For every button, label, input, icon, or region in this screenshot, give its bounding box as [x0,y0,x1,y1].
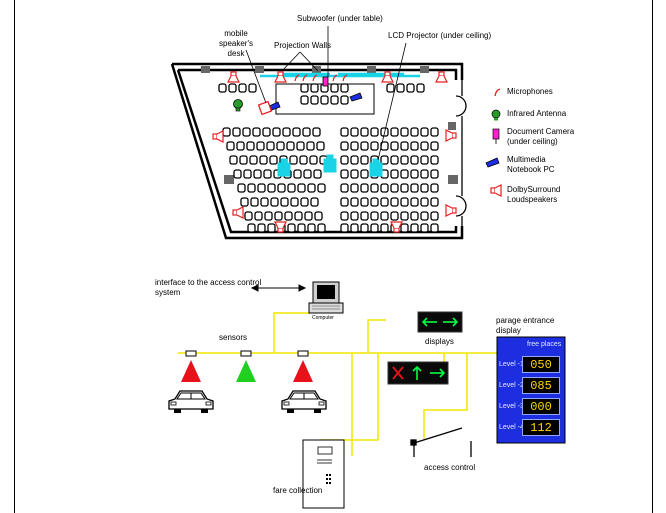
cyan-projector-markers [277,154,383,177]
display-bottom [387,361,449,385]
car-2 [281,390,327,414]
hall-doors [455,80,467,226]
mobile-desk-label: mobile speaker's desk [219,29,253,58]
infrared-antenna-icon [491,109,501,121]
stage-microphones [294,74,348,82]
cars [168,390,327,414]
notebook-pc-stage [349,92,363,102]
sensor-3 [293,350,313,382]
car-1 [168,390,214,414]
panel-level-4-label: Level -4 [499,424,524,431]
legend-notebook-pc: Multimedia Notebook PC [507,155,555,174]
lecture-hall-plan [170,26,467,240]
computer-label: Computer [312,315,334,321]
interface-arrow [250,284,307,292]
projection-walls-shape [260,72,420,78]
fare-collection-machine [302,439,345,509]
sensor-2 [236,350,256,382]
callout-lines [245,26,407,161]
document-camera [322,76,329,87]
legend-document-camera: Document Camera (under ceiling) [507,127,575,146]
legend-loudspeakers: DolbySurround Loudspeakers [507,185,561,204]
sensors-label: sensors [219,333,248,342]
panel-title-label: parage entrance display [496,316,555,335]
seats-main [222,127,439,233]
sensor-1 [181,350,201,382]
panel-header: free places [527,341,562,348]
panel-level-3-value: 000 [522,398,560,415]
lcd-projector-label: LCD Projector (under ceiling) [388,31,492,40]
interface-label: interface to the access control system [155,278,262,297]
panel-level-1-value: 050 [522,356,560,373]
panel-level-3-label: Level -3 [499,403,524,410]
legend-infrared-antenna: Infrared Antenna [507,109,567,118]
infrared-antenna [233,99,243,112]
displays-label: displays [425,337,454,346]
panel-level-2-value: 085 [522,377,560,394]
projection-walls-label: Projection Walls [274,41,332,50]
computer-icon [308,281,344,314]
mobile-speaker-desk [257,100,273,116]
microphone-icon [494,88,501,97]
display-top [417,311,463,333]
document-camera-icon [492,128,500,144]
legend-icons [485,88,502,197]
loudspeaker-icon [490,184,502,197]
panel-level-4-value: 112 [522,419,560,436]
access-control-label: access control [424,463,476,472]
access-control-barrier [410,427,472,457]
legend-microphones: Microphones [507,87,553,96]
fare-collection-label: fare collection [273,486,323,495]
sensors [181,350,313,382]
subwoofer-label: Subwoofer (under table) [297,14,383,23]
notebook-pc-icon [485,157,500,168]
seats-front [218,83,425,105]
panel-level-2-label: Level -2 [499,382,524,389]
panel-level-1-label: Level -1 [499,361,524,368]
